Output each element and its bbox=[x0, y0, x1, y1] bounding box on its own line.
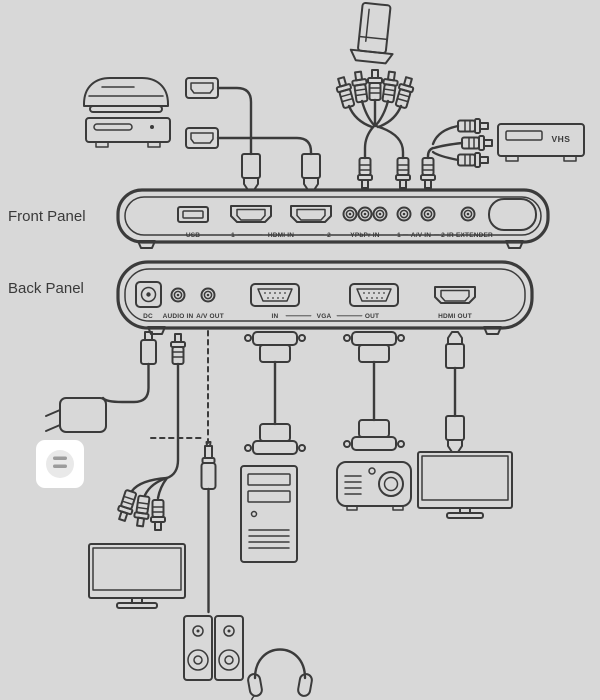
desktop-computer bbox=[240, 465, 298, 563]
wii-console bbox=[349, 1, 394, 65]
hdmi-in-1-label: 1 bbox=[231, 232, 235, 239]
vhs-badge: VHS bbox=[552, 134, 571, 144]
tv-left bbox=[88, 543, 186, 609]
tv-right bbox=[417, 451, 513, 519]
av-in-label: A/V IN bbox=[411, 232, 431, 239]
component-cable bbox=[333, 69, 417, 189]
av-in-1-label: 1 bbox=[397, 232, 401, 239]
wall-outlet bbox=[36, 440, 84, 488]
ypbpr-in-label: YPbPr IN bbox=[350, 232, 380, 239]
hdmi-cable-2 bbox=[185, 127, 321, 191]
dc-label: DC bbox=[143, 313, 153, 320]
hdmi-in-2-port bbox=[290, 205, 332, 223]
ir-extender-label: IR EXTENDER bbox=[447, 232, 493, 239]
audio-rca-cable bbox=[114, 333, 186, 531]
vga-label: VGA bbox=[317, 313, 332, 320]
vga-out-port bbox=[349, 283, 399, 307]
dc-port bbox=[135, 281, 162, 308]
ir-extender-jack bbox=[460, 206, 476, 222]
hdmi-in-label: HDMI IN bbox=[268, 232, 294, 239]
vga-out-label: OUT bbox=[365, 313, 379, 320]
power-cable bbox=[101, 331, 157, 404]
front-panel-label: Front Panel bbox=[8, 208, 86, 225]
front-panel: USB 1 HDMI IN 2 YPbPr IN 1 A/V IN 2 IR E… bbox=[116, 188, 550, 249]
hdmi-in-1-port bbox=[230, 205, 272, 223]
hdmi-out-cable bbox=[445, 331, 465, 453]
front-recess bbox=[488, 198, 537, 231]
ypbpr-jack-1 bbox=[342, 206, 358, 222]
headphone-jack-cable bbox=[150, 330, 217, 614]
playstation-console bbox=[83, 77, 169, 113]
projector bbox=[336, 461, 412, 511]
av-in-2-jack bbox=[420, 206, 436, 222]
av-out-label: A/V OUT bbox=[196, 313, 224, 320]
av-out-jack bbox=[200, 287, 216, 303]
hdmi-out-port bbox=[434, 286, 476, 304]
vhs-player: VHS bbox=[497, 123, 585, 162]
hdmi-out-label: HDMI OUT bbox=[438, 313, 472, 320]
vga-in-label: IN bbox=[272, 313, 279, 320]
av-in-2-label: 2 bbox=[441, 232, 445, 239]
usb-port bbox=[177, 206, 209, 223]
av-in-1-jack bbox=[396, 206, 412, 222]
back-panel-label: Back Panel bbox=[8, 280, 84, 297]
ypbpr-jack-3 bbox=[372, 206, 388, 222]
composite-cable bbox=[420, 118, 493, 189]
audio-in-jack bbox=[170, 287, 186, 303]
usb-label: USB bbox=[186, 232, 200, 239]
vga-cable-in bbox=[244, 331, 306, 455]
audio-in-label: AUDIO IN bbox=[163, 313, 194, 320]
power-adapter bbox=[45, 397, 107, 433]
hdmi-cable-1 bbox=[185, 77, 261, 191]
headphones bbox=[247, 648, 313, 700]
back-panel: DC AUDIO IN A/V OUT IN VGA OUT HDMI OUT bbox=[116, 260, 534, 335]
vga-cable-out bbox=[343, 331, 405, 451]
hdmi-in-2-label: 2 bbox=[327, 232, 331, 239]
vga-in-port bbox=[250, 283, 300, 307]
dvd-player bbox=[85, 117, 171, 148]
ypbpr-jack-2 bbox=[357, 206, 373, 222]
speakers bbox=[183, 615, 244, 681]
